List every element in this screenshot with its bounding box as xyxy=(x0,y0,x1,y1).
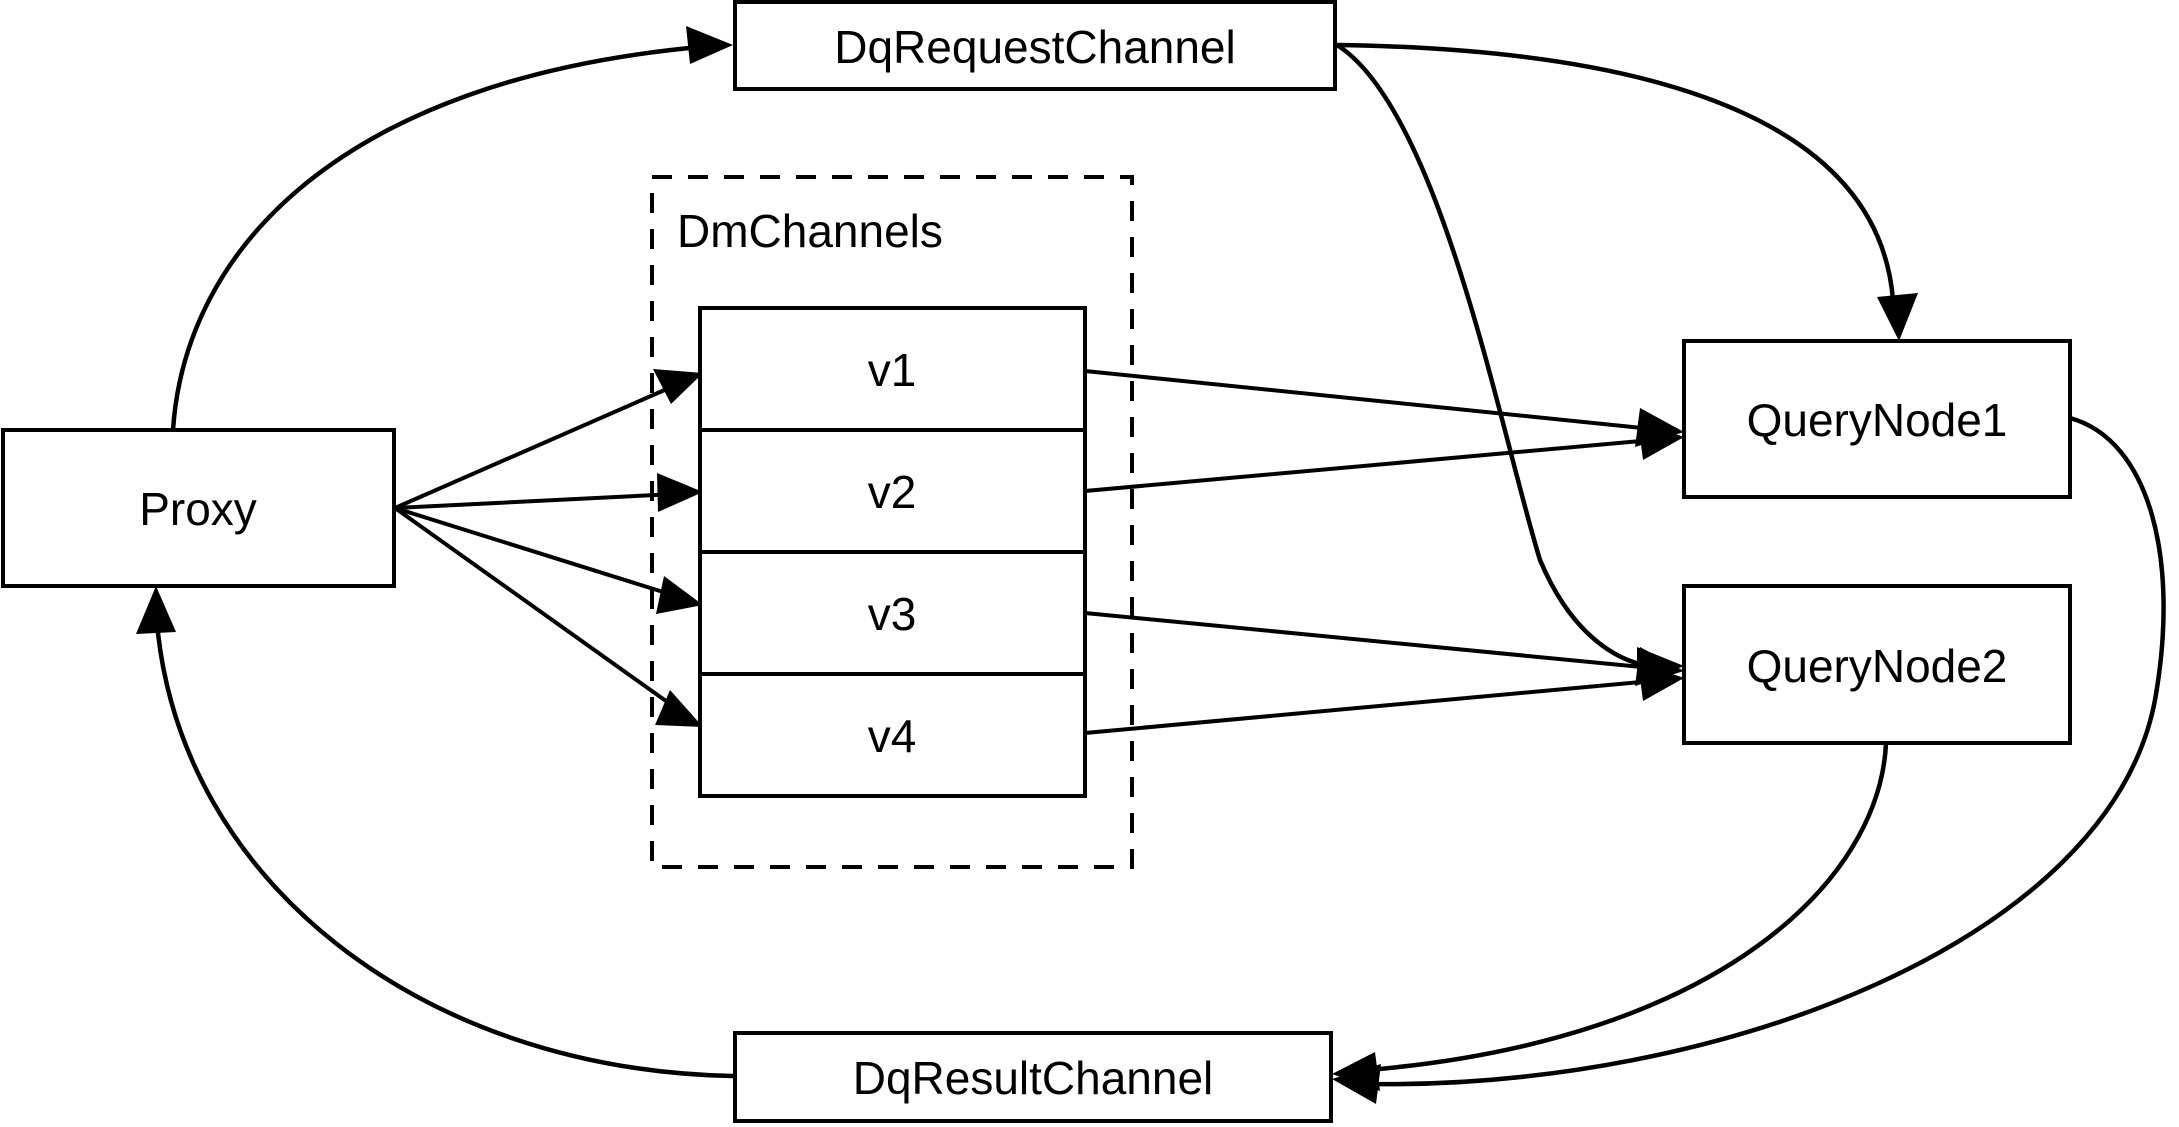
node-query-node-2-label: QueryNode2 xyxy=(1747,640,2008,692)
edge-v1-to-query-node-1 xyxy=(1084,369,1684,447)
group-dm-channels-label: DmChannels xyxy=(677,205,943,257)
edge-dq-result-channel-to-proxy xyxy=(136,586,734,1079)
edge-v2-to-query-node-1 xyxy=(1084,421,1684,493)
arrow-head-icon xyxy=(136,586,176,634)
edge-v3-to-query-node-2 xyxy=(1084,611,1684,686)
node-query-node-1-label: QueryNode1 xyxy=(1747,394,2008,446)
arrow-head-icon xyxy=(653,369,703,404)
node-dq-request-channel[interactable]: DqRequestChannel xyxy=(733,0,1337,91)
arrow-head-icon xyxy=(686,26,733,64)
node-dq-request-channel-label: DqRequestChannel xyxy=(834,21,1236,73)
dm-channel-row-v1[interactable]: v1 xyxy=(868,344,917,396)
node-query-node-2[interactable]: QueryNode2 xyxy=(1682,584,2072,745)
edge-dq-request-channel-to-query-node-2 xyxy=(1335,43,1684,685)
dm-channel-row-v4[interactable]: v4 xyxy=(868,710,917,762)
edge-proxy-to-v3 xyxy=(394,506,703,614)
edge-query-node-1-to-dq-result-channel xyxy=(1332,415,2166,1104)
edge-proxy-to-v2 xyxy=(394,473,703,512)
arrow-head-icon xyxy=(655,690,703,727)
edge-proxy-to-dq-request-channel xyxy=(170,26,733,431)
node-dq-result-channel[interactable]: DqResultChannel xyxy=(733,1031,1333,1123)
arrow-head-icon xyxy=(1638,662,1684,701)
node-proxy-label: Proxy xyxy=(139,483,257,535)
edge-query-node-2-to-dq-result-channel xyxy=(1332,742,1889,1091)
dm-channel-row-v2[interactable]: v2 xyxy=(868,466,917,518)
arrow-head-icon xyxy=(1638,421,1684,460)
group-dm-channels: DmChannels v1 v2 v3 v4 xyxy=(650,175,1134,869)
arrow-head-icon xyxy=(1877,293,1918,341)
dm-channels-table: v1 v2 v3 v4 xyxy=(698,306,1087,798)
edge-proxy-to-v1 xyxy=(394,369,703,510)
dm-channel-row-v3[interactable]: v3 xyxy=(868,588,917,640)
arrow-head-icon xyxy=(657,473,703,512)
node-proxy[interactable]: Proxy xyxy=(1,428,396,588)
arrow-head-icon xyxy=(1332,1052,1380,1091)
arrow-head-icon xyxy=(656,576,703,614)
edge-proxy-to-v4 xyxy=(393,506,703,727)
edge-dq-request-channel-to-query-node-1 xyxy=(1336,42,1918,341)
node-query-node-1[interactable]: QueryNode1 xyxy=(1682,339,2072,499)
node-dq-result-channel-label: DqResultChannel xyxy=(853,1052,1214,1104)
edge-v4-to-query-node-2 xyxy=(1084,662,1684,735)
